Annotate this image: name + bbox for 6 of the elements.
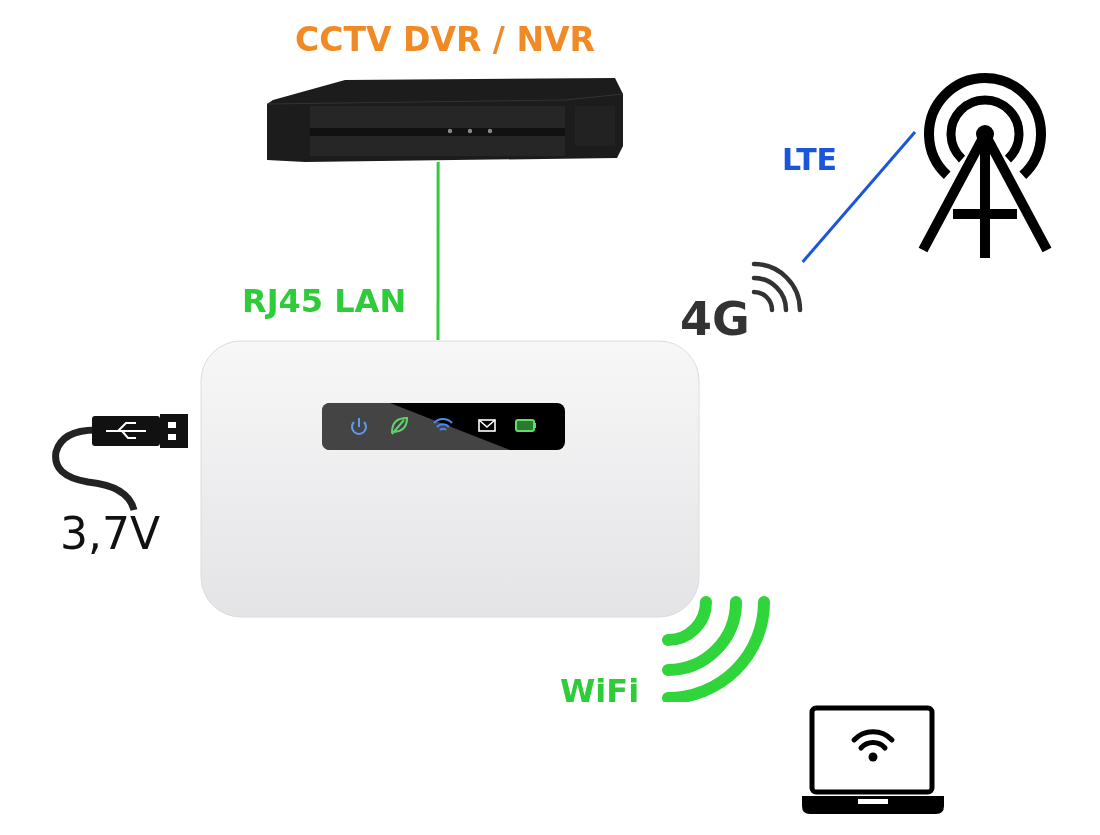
voltage-label: 3,7V	[60, 508, 161, 559]
wifi-label: WiFi	[560, 672, 640, 710]
network-label: 4G	[680, 296, 750, 342]
connector-line	[801, 131, 917, 263]
device-title: CCTV DVR / NVR	[294, 20, 596, 59]
connector-line	[436, 162, 440, 340]
